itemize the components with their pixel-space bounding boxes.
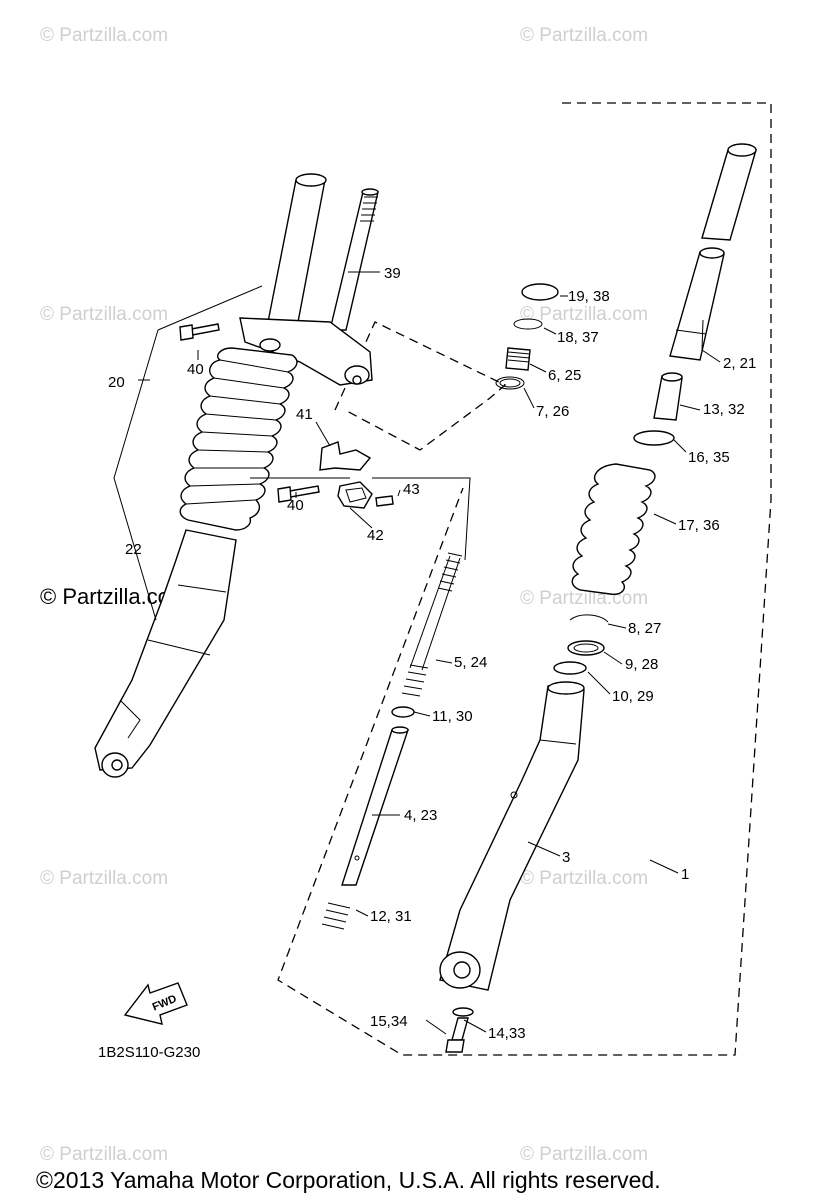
- cap-bolt: [505, 347, 531, 371]
- watermarks: © Partzilla.com © Partzilla.com © Partzi…: [40, 25, 648, 1165]
- bushing: [653, 375, 683, 421]
- watermark: © Partzilla.com: [520, 868, 648, 889]
- label-22: 22: [125, 541, 142, 558]
- label-20: 20: [108, 374, 125, 391]
- rebound-spring: [321, 902, 351, 930]
- label-39: 39: [384, 265, 401, 282]
- clamp: [337, 481, 373, 509]
- label-17-36: 17, 36: [678, 517, 720, 534]
- label-8-27: 8, 27: [628, 620, 661, 637]
- outer-tube: [94, 529, 237, 771]
- fork-boot: [179, 347, 298, 531]
- label-3: 3: [562, 849, 570, 866]
- label-15-34: 15,34: [370, 1013, 408, 1030]
- group-outlines: [277, 102, 772, 1056]
- label-18-37: 18, 37: [557, 329, 599, 346]
- watermark: © Partzilla.com: [40, 25, 168, 46]
- label-1: 1: [681, 866, 689, 883]
- label-13-32: 13, 32: [703, 401, 745, 418]
- outer-tube-3: [439, 685, 585, 991]
- boot-band: [633, 430, 675, 446]
- fork-spring: [437, 552, 463, 592]
- inner-tube: [267, 179, 326, 323]
- label-43: 43: [403, 481, 420, 498]
- label-6-25: 6, 25: [548, 367, 581, 384]
- label-5-24: 5, 24: [454, 654, 487, 671]
- watermark: © Partzilla.com: [40, 1144, 168, 1165]
- inner-tube-top: [295, 173, 327, 187]
- inner-tube-2: [669, 251, 725, 361]
- leader-lines: [113, 271, 721, 1035]
- label-10-29: 10, 29: [612, 688, 654, 705]
- fork-parts: [439, 143, 757, 1053]
- label-12-31: 12, 31: [370, 908, 412, 925]
- copyright-notice: ©2013 Yamaha Motor Corporation, U.S.A. A…: [36, 1167, 661, 1193]
- label-4-23: 4, 23: [404, 807, 437, 824]
- label-42: 42: [367, 527, 384, 544]
- label-9-28: 9, 28: [625, 656, 658, 673]
- damper-parts: [321, 283, 559, 930]
- label-41: 41: [296, 406, 313, 423]
- damper-rod: [341, 729, 409, 886]
- watermark: © Partzilla.com: [520, 304, 648, 325]
- steering-stem: [329, 191, 379, 331]
- fork-assembly-outline: [277, 102, 772, 1056]
- label-19-38: 19, 38: [568, 288, 610, 305]
- diagram-code: 1B2S110-G230: [98, 1044, 200, 1061]
- assembled-fork: [94, 173, 394, 778]
- right-boot: [571, 463, 656, 596]
- part-labels: 39 19, 38 18, 37 6, 25 7, 26 2, 21 13, 3…: [108, 265, 756, 1042]
- label-40-lower: 40: [287, 497, 304, 514]
- damper-group-outline: [334, 321, 507, 451]
- cap: [521, 283, 559, 301]
- fwd-arrow-icon: FWD: [123, 982, 188, 1025]
- label-14-33: 14,33: [488, 1025, 526, 1042]
- watermark: © Partzilla.com: [520, 25, 648, 46]
- label-2-21: 2, 21: [723, 355, 756, 372]
- watermark: © Partzilla.com: [520, 1144, 648, 1165]
- label-7-26: 7, 26: [536, 403, 569, 420]
- watermark: © Partzilla.com: [40, 868, 168, 889]
- label-40-top: 40: [187, 361, 204, 378]
- cable-guide: [319, 441, 372, 471]
- label-16-35: 16, 35: [688, 449, 730, 466]
- ring: [391, 706, 415, 718]
- watermark: © Partzilla.com: [40, 304, 168, 325]
- label-11-30: 11, 30: [432, 708, 473, 725]
- inner-tube-upper: [701, 149, 757, 241]
- oil-seal: [567, 640, 605, 656]
